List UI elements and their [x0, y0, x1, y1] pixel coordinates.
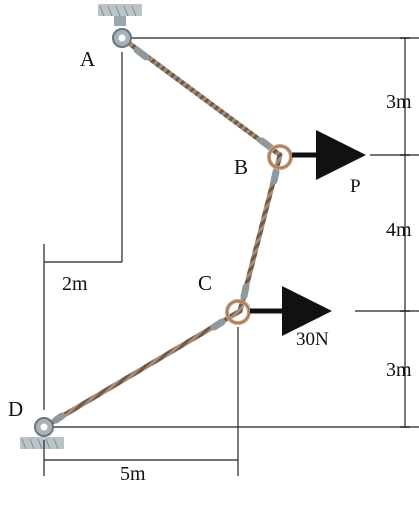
joint-d [34, 417, 54, 437]
dim-horizontal-upper: 2m [62, 273, 88, 295]
cable-cd [41, 308, 243, 430]
support-a [98, 4, 142, 26]
joint-c [225, 299, 251, 325]
cables [41, 35, 283, 430]
joint-a [112, 28, 132, 48]
label-p: P [350, 176, 361, 197]
joint-b [267, 144, 293, 170]
support-d [20, 437, 64, 450]
label-a: A [80, 47, 96, 71]
reference-lines [43, 37, 419, 476]
dim-right-top: 3m [386, 91, 412, 113]
dim-right-bottom: 3m [386, 359, 412, 381]
label-d: D [8, 397, 23, 421]
label-30n: 30N [296, 329, 329, 350]
label-c: C [198, 271, 212, 295]
dimension-ticks [400, 37, 410, 428]
label-b: B [234, 155, 248, 179]
dim-horizontal-lower: 5m [120, 463, 146, 485]
dim-right-middle: 4m [386, 219, 412, 241]
